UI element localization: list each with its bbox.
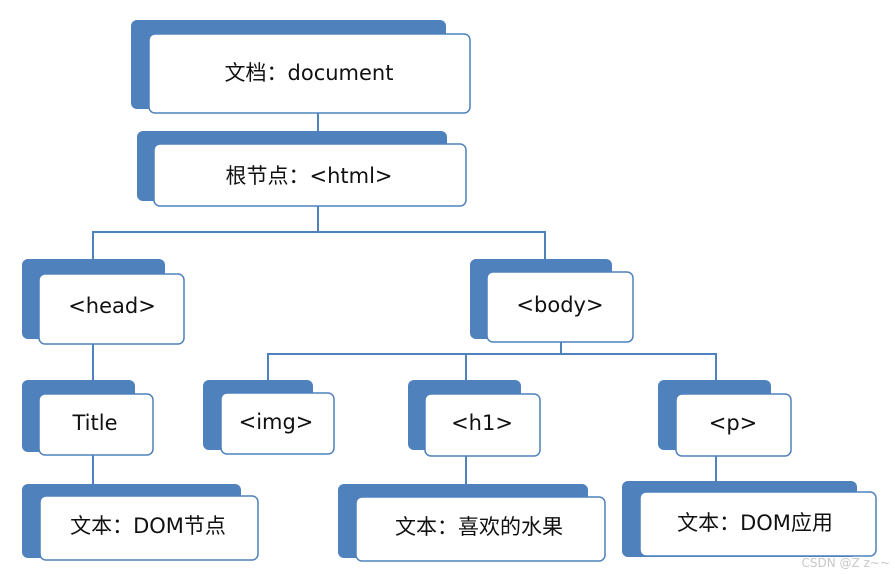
node-p-label: <p>: [709, 411, 758, 435]
node-h1-text: 文本：喜欢的水果: [338, 484, 606, 562]
node-img-box: [220, 392, 335, 455]
node-h1-text-label: 文本：喜欢的水果: [395, 515, 563, 539]
node-head-label: <head>: [68, 294, 156, 318]
node-body: <body>: [470, 259, 634, 343]
node-title-text: 文本：DOM节点: [22, 484, 259, 561]
node-html: 根节点：<html>: [137, 131, 467, 207]
node-head: <head>: [22, 259, 185, 345]
node-title-box: [38, 393, 154, 456]
node-html-label: 根节点：<html>: [225, 164, 392, 188]
node-document: 文档：document: [131, 20, 471, 114]
node-p: <p>: [658, 380, 792, 457]
watermark-text: CSDN @Z z~~: [801, 556, 890, 570]
tree-connectors: [92, 112, 717, 486]
node-p-box: [675, 393, 792, 457]
node-img: <img>: [203, 380, 335, 455]
node-document-label: 文档：document: [225, 61, 394, 85]
node-document-box: [148, 33, 471, 114]
node-html-box: [153, 143, 467, 207]
connector-html-children: [92, 206, 546, 260]
node-title-text-label: 文本：DOM节点: [70, 514, 226, 538]
node-title: Title: [22, 380, 154, 456]
node-title-label: Title: [71, 411, 117, 435]
node-h1-box: [424, 393, 541, 457]
node-body-label: <body>: [516, 293, 603, 317]
connector-body-children: [267, 342, 717, 381]
node-p-text-label: 文本：DOM应用: [677, 511, 833, 535]
node-title-text-box: [39, 495, 259, 561]
node-p-text-box: [639, 491, 877, 557]
node-h1: <h1>: [408, 380, 541, 457]
node-body-box: [486, 271, 634, 343]
node-h1-text-box: [355, 496, 606, 562]
node-h1-label: <h1>: [451, 411, 513, 435]
node-head-box: [38, 273, 185, 345]
node-p-text: 文本：DOM应用: [622, 481, 877, 557]
node-img-label: <img>: [239, 410, 314, 434]
